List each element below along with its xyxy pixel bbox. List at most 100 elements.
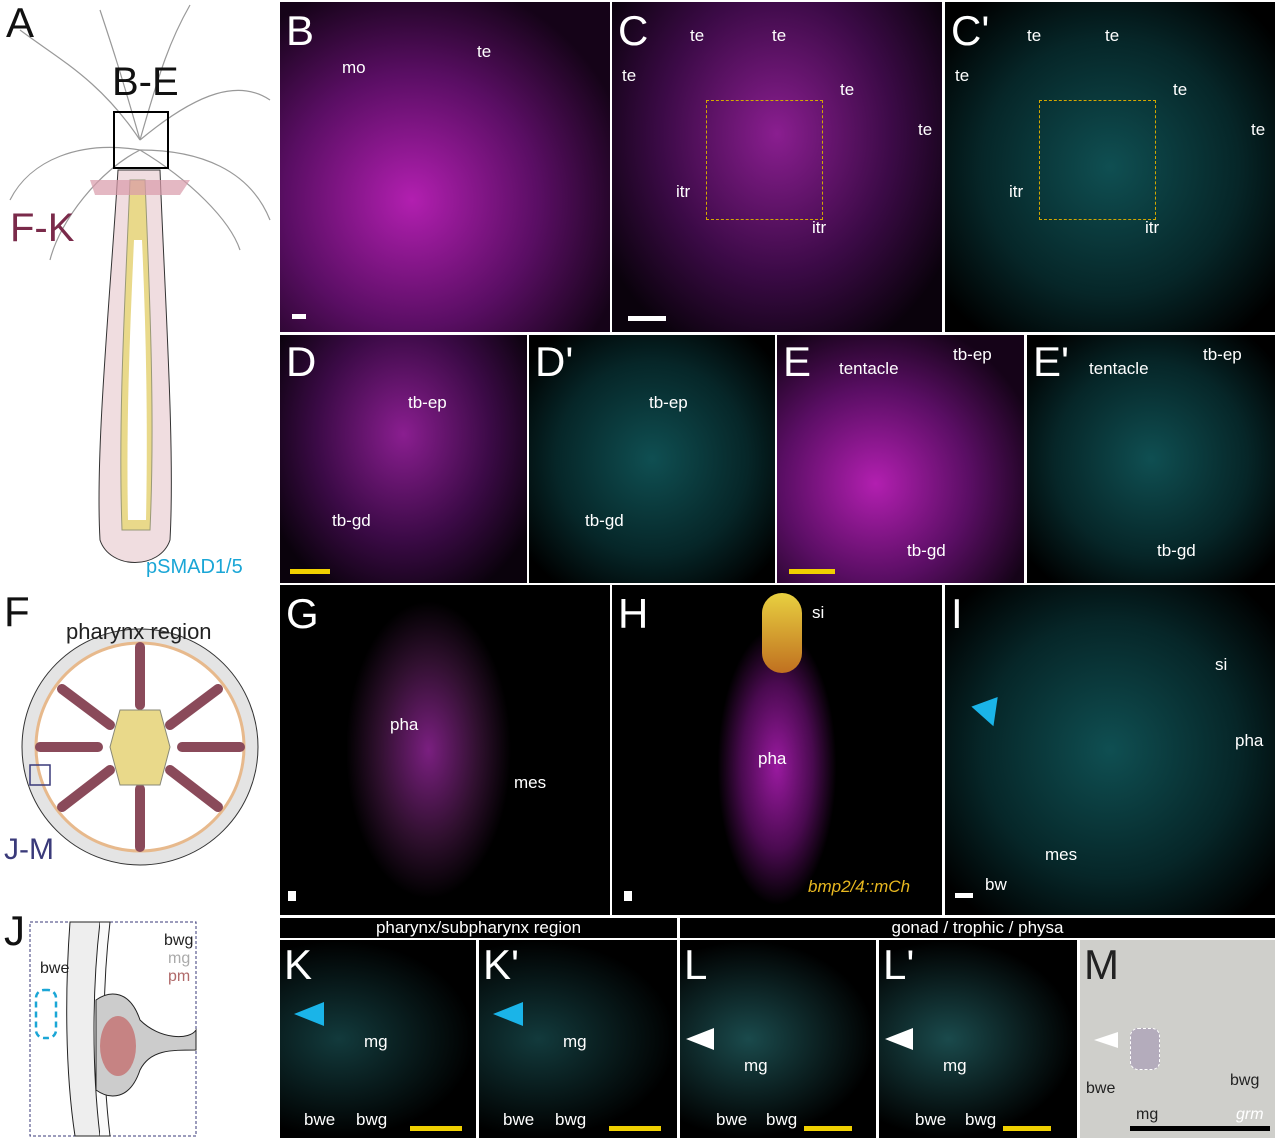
panel-d-prime: D' tb-ep tb-gd [529, 335, 775, 583]
label-bwe: bwe [1086, 1080, 1116, 1097]
panel-letter: A [6, 0, 35, 46]
arrowhead-icon [885, 1028, 913, 1050]
panel-title: pharynx region [66, 619, 212, 644]
label-pm: pm [168, 968, 191, 985]
panel-g: G pha mes [280, 585, 610, 915]
label-te: te [1251, 120, 1266, 139]
animal-schematic [9, 4, 271, 563]
label-tb-gd: tb-gd [907, 541, 946, 560]
scale-bar [290, 569, 330, 574]
label-tb-gd: tb-gd [1157, 541, 1196, 560]
arrowhead-icon [294, 1002, 324, 1026]
arrowhead-icon [686, 1028, 714, 1050]
label-bwg: bwg [1230, 1072, 1260, 1089]
panel-l-prime: L' mg bwe bwg [879, 940, 1077, 1138]
panel-letter: D' [535, 338, 574, 385]
label-itr: itr [812, 218, 827, 237]
label-gene: grm [1236, 1106, 1264, 1123]
panel-letter: K' [483, 941, 520, 988]
arrowhead-icon [971, 696, 1007, 732]
label-bwg: bwg [164, 932, 194, 949]
label-bwg: bwg [356, 1110, 388, 1129]
panel-letter: L' [883, 941, 915, 988]
panel-c-prime: C' te te te te te itr itr [945, 2, 1275, 332]
panel-letter: C [618, 7, 649, 54]
scale-bar [628, 316, 666, 321]
label-te: te [1105, 26, 1120, 45]
label-f-k: F-K [10, 206, 75, 250]
label-pha: pha [390, 715, 419, 734]
label-te: te [1027, 26, 1042, 45]
panel-letter: I [951, 590, 963, 637]
panel-letter: F [4, 588, 30, 635]
panel-e: E tentacle tb-ep tb-gd [777, 335, 1024, 583]
label-bwg: bwg [965, 1110, 997, 1129]
label-si: si [1215, 655, 1228, 674]
scale-bar [1130, 1126, 1270, 1131]
label-te: te [477, 42, 492, 61]
label-tb-ep: tb-ep [953, 345, 992, 364]
panel-c: C te te te te te itr itr [612, 2, 942, 332]
panel-letter: K [284, 941, 313, 988]
panel-f: F pharynx region J-M [0, 585, 278, 900]
panel-d: D tb-ep tb-gd [280, 335, 527, 583]
panel-letter: D [286, 338, 317, 385]
panel-letter: M [1084, 941, 1119, 988]
scale-bar [609, 1126, 661, 1131]
label-pha: pha [1235, 731, 1264, 750]
label-bwg: bwg [555, 1110, 587, 1129]
scale-bar [288, 891, 296, 901]
scale-bar [292, 314, 306, 319]
label-tb-ep: tb-ep [1203, 345, 1242, 364]
header-pharynx: pharynx/subpharynx region [280, 918, 677, 938]
label-te: te [772, 26, 787, 45]
label-pha: pha [758, 749, 787, 768]
scale-bar [804, 1126, 852, 1131]
panel-letter: E [783, 338, 812, 385]
label-te: te [955, 66, 970, 85]
pharynx-cross-section [21, 628, 259, 866]
body-wall-schematic [29, 921, 197, 1137]
label-tb-gd: tb-gd [332, 511, 371, 530]
label-tb-ep: tb-ep [408, 393, 447, 412]
label-mg: mg [563, 1032, 587, 1051]
label-mes: mes [1045, 845, 1078, 864]
scale-bar [624, 891, 632, 901]
label-tb-gd: tb-gd [585, 511, 624, 530]
scale-bar [789, 569, 835, 574]
panel-k: K mg bwe bwg [280, 940, 476, 1138]
label-transgene: bmp2/4::mCh [808, 877, 911, 896]
scale-bar [955, 893, 973, 898]
label-te: te [918, 120, 933, 139]
label-mo: mo [342, 58, 366, 77]
panel-j: J bwe bwg mg pm [0, 900, 278, 1140]
panel-letter: G [286, 590, 319, 637]
label-mes: mes [514, 773, 547, 792]
label-te: te [840, 80, 855, 99]
panel-letter: H [618, 590, 649, 637]
panel-letter: J [4, 907, 25, 954]
label-te: te [1173, 80, 1188, 99]
panel-k-prime: K' mg bwe bwg [479, 940, 677, 1138]
label-mg: mg [1136, 1106, 1159, 1123]
label-j-m: J-M [4, 833, 54, 866]
label-te: te [690, 26, 705, 45]
label-tentacle: tentacle [839, 359, 899, 378]
label-itr: itr [676, 182, 691, 201]
panel-b: B mo te [280, 2, 610, 332]
label-b-e: B-E [112, 60, 179, 104]
label-bw: bw [985, 875, 1007, 894]
panel-letter: E' [1033, 338, 1070, 385]
panel-e-prime: E' tentacle tb-ep tb-gd [1027, 335, 1275, 583]
label-bwe: bwe [304, 1110, 336, 1129]
panel-letter: L [684, 941, 708, 988]
label-psmad: pSMAD1/5 [146, 556, 243, 578]
panel-letter: B [286, 7, 315, 54]
label-tentacle: tentacle [1089, 359, 1149, 378]
panel-m: M bwe mg bwg grm [1080, 940, 1275, 1138]
arrowhead-icon [493, 1002, 523, 1026]
label-bwe: bwe [503, 1110, 535, 1129]
label-mg: mg [943, 1056, 967, 1075]
label-bwg: bwg [766, 1110, 798, 1129]
scale-bar [1003, 1126, 1051, 1131]
